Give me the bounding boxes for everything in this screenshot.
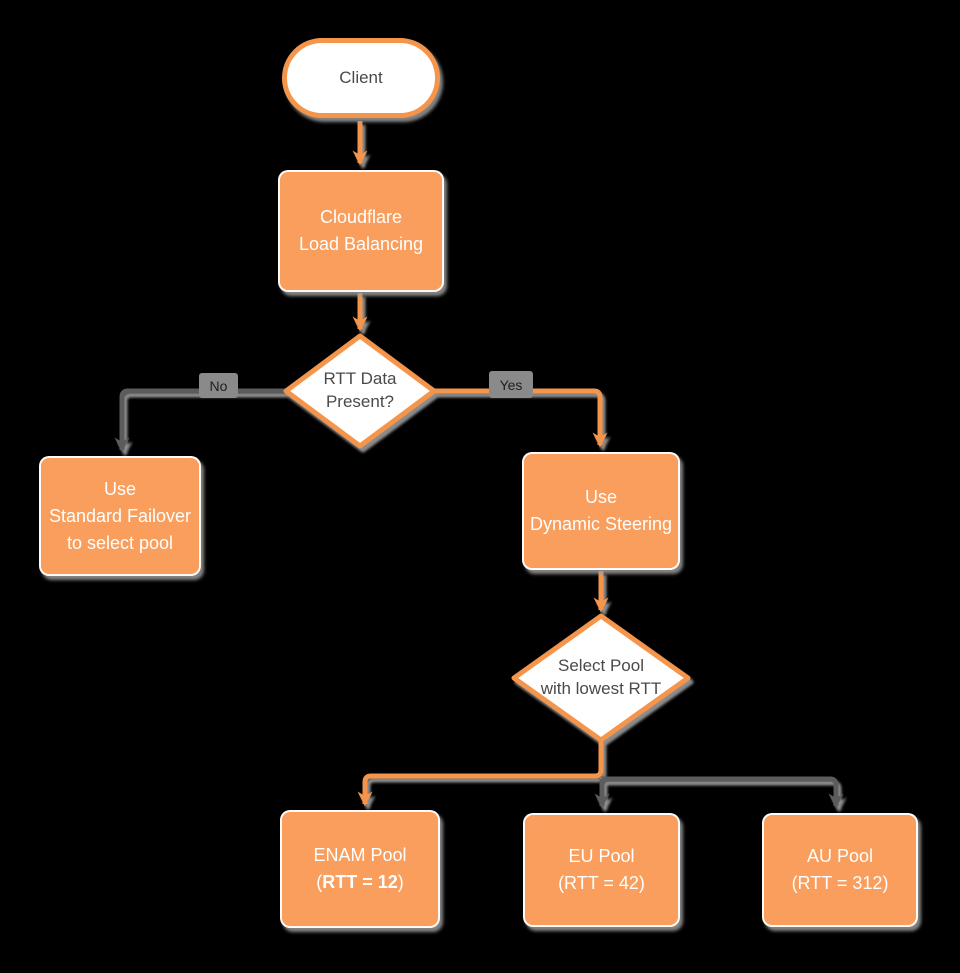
- enam-rtt-close-paren: ): [397, 872, 404, 892]
- edge-label-no-text: No: [209, 377, 228, 394]
- select-pool-label-line1: Select Pool: [558, 656, 644, 675]
- node-enam-pool: ENAM Pool (RTT = 12): [280, 810, 440, 928]
- edge-select-to-au: [602, 776, 844, 809]
- edge-select-to-enam: [357, 741, 604, 807]
- node-standard-failover: Use Standard Failover to select pool: [39, 456, 201, 576]
- rtt-decision-label-line2: Present?: [325, 391, 395, 411]
- cloudflare-label-line2: Load Balancing: [298, 234, 424, 254]
- node-client: Client: [282, 38, 440, 118]
- cloudflare-label-line1: Cloudflare: [319, 207, 403, 227]
- edge-label-yes: Yes: [489, 371, 533, 398]
- eu-label-line2: (RTT = 42): [558, 873, 645, 893]
- select-pool-label-line2: with lowest RTT: [540, 678, 662, 698]
- dynamic-label-line1: Use: [584, 487, 617, 507]
- node-select-pool-diamond: [511, 613, 691, 743]
- edge-label-no: No: [199, 373, 238, 398]
- edge-rtt-to-failover-no: [114, 388, 287, 453]
- node-dynamic-steering: Use Dynamic Steering: [522, 452, 680, 570]
- enam-rtt-open-paren: (: [316, 872, 323, 892]
- failover-label-line1: Use: [103, 478, 136, 499]
- node-rtt-decision-diamond: [283, 333, 437, 449]
- edge-label-yes-text: Yes: [499, 376, 523, 393]
- node-au-pool: AU Pool (RTT = 312): [762, 813, 918, 927]
- dynamic-label-line2: Dynamic Steering: [529, 514, 673, 534]
- enam-rtt-value: RTT = 12: [322, 872, 398, 892]
- edge-rtt-to-dynamic-yes: [433, 388, 608, 448]
- enam-label-line2: (RTT = 12): [316, 869, 404, 896]
- rtt-decision-label: RTT Data Present?: [290, 368, 430, 414]
- eu-label-line1: EU Pool: [568, 846, 635, 866]
- select-pool-label: Select Pool with lowest RTT: [511, 655, 691, 701]
- au-label-line2: (RTT = 312): [791, 873, 889, 893]
- node-cloudflare-load-balancing: Cloudflare Load Balancing: [278, 170, 444, 292]
- node-eu-pool: EU Pool (RTT = 42): [523, 813, 680, 927]
- failover-label-line3: to select pool: [66, 532, 174, 553]
- enam-label-line1: ENAM Pool: [313, 845, 407, 865]
- failover-label-line2: Standard Failover: [48, 505, 192, 526]
- rtt-decision-label-line1: RTT Data: [323, 369, 397, 388]
- client-label: Client: [339, 68, 383, 87]
- au-label-line1: AU Pool: [806, 846, 874, 866]
